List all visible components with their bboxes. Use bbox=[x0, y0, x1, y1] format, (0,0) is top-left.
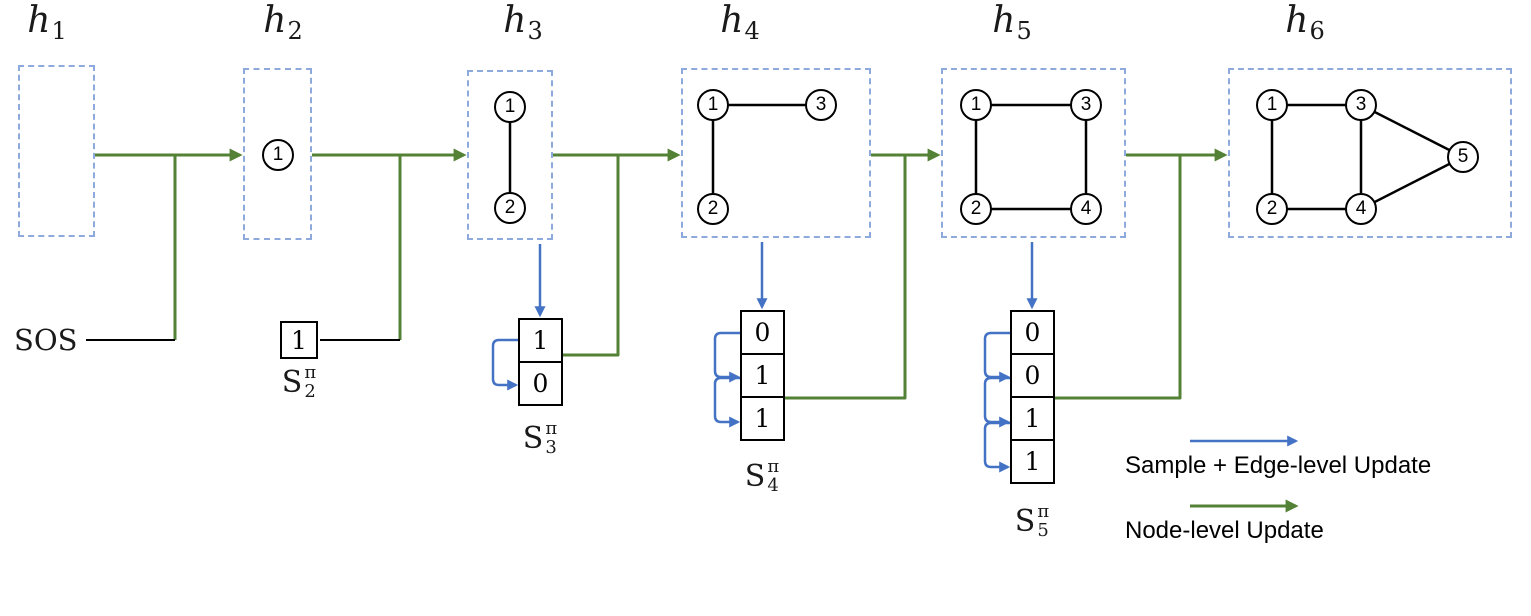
sequence-label-sub: 5 bbox=[1037, 519, 1049, 541]
graph-edge bbox=[1360, 103, 1464, 159]
state-label-h4: h4 bbox=[720, 0, 759, 45]
graph-node: 2 bbox=[697, 193, 729, 225]
graph-node: 2 bbox=[494, 192, 526, 224]
sequence-cell: 1 bbox=[1010, 439, 1055, 484]
state-label-sub: 1 bbox=[51, 17, 67, 45]
sequence-label-base: S bbox=[744, 459, 766, 495]
state-label-sub: 6 bbox=[1309, 17, 1325, 45]
state-box-h4 bbox=[681, 68, 871, 238]
graph-node: 4 bbox=[1070, 193, 1102, 225]
sequence-cell: 1 bbox=[280, 321, 318, 359]
sequence-column-s4: 0 1 1 bbox=[740, 310, 785, 441]
state-label-sub: 2 bbox=[287, 17, 303, 45]
state-label-h1: h1 bbox=[27, 0, 66, 45]
sequence-cell: 0 bbox=[1010, 310, 1055, 355]
state-box-h2 bbox=[243, 68, 312, 240]
state-label-h5: h5 bbox=[992, 0, 1031, 45]
state-label-base: h bbox=[503, 0, 527, 41]
sequence-label-base: S bbox=[281, 365, 303, 401]
node-level-update-line-s5 bbox=[1055, 155, 1182, 400]
graph-node: 1 bbox=[262, 139, 294, 171]
state-box-h3 bbox=[467, 70, 553, 240]
sequence-label-base: S bbox=[522, 421, 544, 457]
state-label-sub: 3 bbox=[527, 17, 543, 45]
node-level-update-line-s4 bbox=[785, 155, 907, 400]
sequence-label-sub: 2 bbox=[304, 380, 316, 402]
graph-node: 4 bbox=[1345, 193, 1377, 225]
state-label-base: h bbox=[992, 0, 1016, 41]
state-label-sub: 5 bbox=[1016, 17, 1032, 45]
edge-level-update-arrow-s3 bbox=[491, 338, 519, 391]
graph-node: 3 bbox=[1345, 89, 1377, 121]
edge-level-update-arrow-s4-2 bbox=[713, 376, 741, 428]
graph-node: 3 bbox=[1070, 89, 1102, 121]
sequence-cell: 0 bbox=[740, 310, 785, 355]
state-box-h1 bbox=[18, 65, 95, 237]
sequence-label-sup: π bbox=[1037, 501, 1050, 522]
state-label-h2: h2 bbox=[263, 0, 302, 45]
sequence-cell: 0 bbox=[518, 361, 563, 406]
state-box-h5 bbox=[941, 68, 1126, 238]
sequence-cell: 1 bbox=[518, 318, 563, 363]
graph-node: 5 bbox=[1447, 141, 1479, 173]
state-label-base: h bbox=[27, 0, 51, 41]
sequence-label-sub: 3 bbox=[545, 436, 557, 458]
graph-node: 1 bbox=[494, 91, 526, 123]
legend-label-node-update: Node-level Update bbox=[1125, 517, 1324, 544]
sequence-label-sup: π bbox=[545, 418, 558, 439]
graph-node: 2 bbox=[1256, 193, 1288, 225]
sequence-column-s2: 1 bbox=[280, 321, 318, 359]
edge-level-update-arrow-s5-1 bbox=[983, 331, 1011, 383]
state-box-h6 bbox=[1228, 68, 1512, 238]
graph-node: 3 bbox=[805, 89, 837, 121]
sequence-label-sup: π bbox=[304, 362, 317, 383]
edge-level-update-arrow-s5-3 bbox=[983, 421, 1011, 473]
sequence-column-s3: 1 0 bbox=[518, 318, 563, 406]
state-label-base: h bbox=[720, 0, 744, 41]
sequence-label-sup: π bbox=[767, 456, 780, 477]
graph-node: 2 bbox=[960, 193, 992, 225]
sequence-cell: 1 bbox=[740, 396, 785, 441]
sos-label: SOS bbox=[14, 323, 78, 357]
state-label-base: h bbox=[263, 0, 287, 41]
node-level-update-line-s3 bbox=[563, 155, 620, 357]
edge-level-update-arrow-s4-1 bbox=[713, 331, 741, 383]
sequence-label-base: S bbox=[1014, 504, 1036, 540]
graph-node: 1 bbox=[1256, 89, 1288, 121]
state-label-base: h bbox=[1285, 0, 1309, 41]
legend-label-sample-edge-update: Sample + Edge-level Update bbox=[1125, 452, 1432, 479]
graph-node: 1 bbox=[697, 89, 729, 121]
sequence-column-s5: 0 0 1 1 bbox=[1010, 310, 1055, 484]
state-label-h3: h3 bbox=[503, 0, 542, 45]
state-label-h6: h6 bbox=[1285, 0, 1324, 45]
sequence-cell: 1 bbox=[740, 353, 785, 398]
sequence-cell: 0 bbox=[1010, 353, 1055, 398]
sequence-label-sub: 4 bbox=[767, 474, 779, 496]
sequence-cell: 1 bbox=[1010, 396, 1055, 441]
graph-node: 1 bbox=[960, 89, 992, 121]
edge-level-update-arrow-s5-2 bbox=[983, 376, 1011, 428]
graph-edge bbox=[1360, 155, 1464, 211]
state-label-sub: 4 bbox=[744, 17, 760, 45]
